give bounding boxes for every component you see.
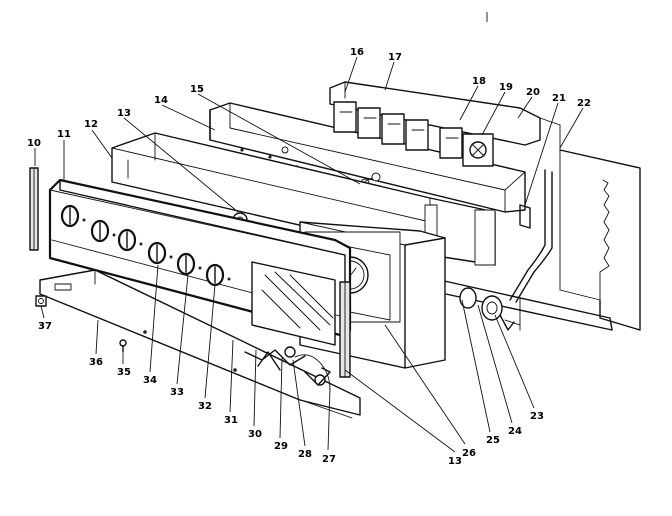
callout-13b: 13 (448, 456, 462, 467)
callout-17: 17 (388, 52, 402, 63)
knob-5 (176, 252, 202, 276)
right-side-panel (509, 149, 641, 331)
callout-34: 34 (143, 375, 157, 386)
callout-10: 10 (27, 138, 41, 149)
callout-37: 37 (38, 321, 52, 332)
lamp-wiring (244, 346, 331, 391)
infinite-switches (333, 101, 494, 167)
callout-24: 24 (508, 426, 522, 437)
callout-14: 14 (154, 95, 168, 106)
callout-labels: 10 11 12 13 14 15 16 17 18 19 20 21 22 2… (27, 47, 591, 467)
outlet-receptacle (459, 287, 521, 331)
callout-29: 29 (274, 441, 288, 452)
leader-lines (34, 56, 584, 453)
lower-trim-strip (39, 269, 361, 419)
callout-32: 32 (198, 401, 212, 412)
switch-6 (462, 133, 494, 167)
left-end-cap (29, 167, 39, 251)
callout-20: 20 (526, 87, 540, 98)
callout-21: 21 (552, 93, 566, 104)
callout-25: 25 (486, 435, 500, 446)
knob-4 (147, 241, 173, 265)
control-knobs (60, 204, 231, 287)
callout-11: 11 (57, 129, 71, 140)
callout-28: 28 (298, 449, 312, 460)
callout-30: 30 (248, 429, 262, 440)
callout-23: 23 (530, 411, 544, 422)
callout-16: 16 (350, 47, 364, 58)
switch-1 (333, 101, 357, 133)
callout-35: 35 (117, 367, 131, 378)
knob-1 (60, 204, 86, 228)
callout-36: 36 (89, 357, 103, 368)
callout-19: 19 (499, 82, 513, 93)
callout-12: 12 (84, 119, 98, 130)
switch-3 (381, 113, 405, 145)
clip-37 (35, 295, 47, 307)
callout-13: 13 (117, 108, 131, 119)
screw-35 (119, 339, 127, 353)
knob-3 (117, 228, 143, 252)
callout-22: 22 (577, 98, 591, 109)
callout-33: 33 (170, 387, 184, 398)
switch-2 (357, 107, 381, 139)
switch-4 (405, 119, 429, 151)
callout-15: 15 (190, 84, 204, 95)
switch-5 (439, 127, 463, 159)
callout-31: 31 (224, 415, 238, 426)
callout-18: 18 (472, 76, 486, 87)
knob-2 (90, 219, 116, 243)
callout-27: 27 (322, 454, 336, 465)
callout-26: 26 (462, 448, 476, 459)
right-end-trim (339, 281, 351, 378)
